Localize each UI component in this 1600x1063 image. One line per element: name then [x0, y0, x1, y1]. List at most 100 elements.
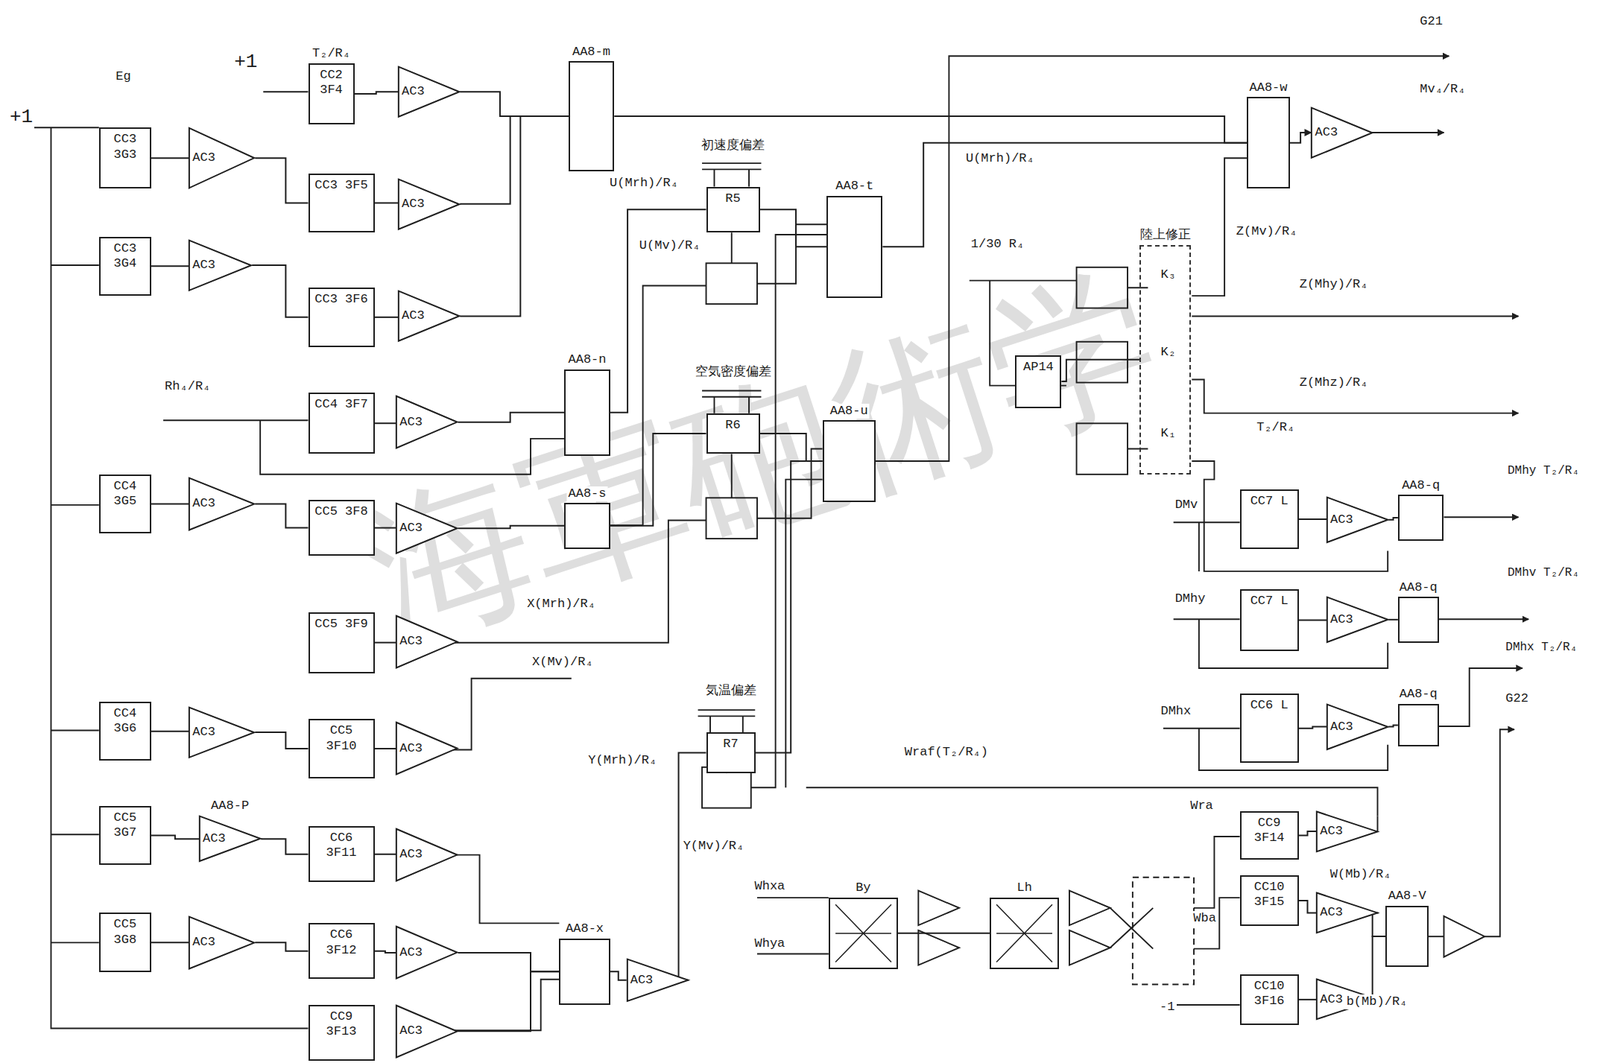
- amplifier-triangle: AC3: [395, 615, 458, 669]
- node-text: AC3: [401, 84, 425, 99]
- amplifier-triangle: AA8-PAC3: [198, 816, 261, 863]
- signal-wire: [254, 732, 308, 749]
- node-text: AC3: [192, 725, 216, 740]
- node-label: AC3: [1330, 612, 1354, 628]
- signal-wire: [374, 951, 397, 954]
- unit-box: AA8-q: [1398, 596, 1440, 644]
- signal-wire: [374, 422, 397, 425]
- node-label: CC9 3F14: [1241, 813, 1298, 850]
- signal-label: K₁: [1158, 426, 1177, 442]
- signal-label: Y(Mv)/R₄: [681, 839, 746, 855]
- node-text: CC7 L: [1250, 494, 1289, 509]
- amplifier-triangle: AC3: [397, 178, 460, 230]
- node-label: CC5 3G8: [100, 914, 150, 951]
- signal-wire: [1298, 900, 1317, 913]
- node-text: AC3: [401, 308, 425, 323]
- node-heading: AA8-w: [1247, 80, 1289, 96]
- signal-label: DMv: [1173, 497, 1200, 513]
- node-text: CC5 3F9: [314, 617, 368, 632]
- signal-label: G21: [1418, 14, 1445, 30]
- signal-wire: [151, 157, 190, 159]
- node-label: AC3: [630, 973, 654, 989]
- signal-wire: [459, 116, 568, 316]
- node-label: CC6 3F11: [310, 827, 374, 865]
- signal-label: -1: [1158, 1000, 1176, 1015]
- amplifier-triangle: AC3: [395, 1005, 458, 1059]
- node-label: AC3: [399, 945, 423, 961]
- node-label: CC9 3F13: [310, 1006, 374, 1044]
- signal-wire: [1388, 517, 1399, 521]
- node-text: AC3: [192, 150, 216, 165]
- node-heading: 空気密度偏差: [693, 365, 773, 381]
- signal-label: Z(Mhy)/R₄: [1298, 277, 1370, 293]
- node-text: AP14: [1023, 359, 1054, 375]
- signal-wire: [254, 157, 308, 203]
- signal-wire: [1298, 727, 1327, 729]
- amplifier-triangle: AC3: [1326, 704, 1389, 751]
- node-text: CC5 3G7: [114, 810, 138, 840]
- node-label: CC3 3F6: [310, 289, 374, 311]
- signal-wire: [151, 503, 190, 505]
- signal-label: +1: [232, 50, 259, 74]
- signal-label: K₂: [1158, 345, 1177, 360]
- node-text: AC3: [399, 847, 423, 862]
- node-text: AC3: [399, 945, 423, 960]
- node-label: AC3: [399, 847, 423, 863]
- signal-wire: [457, 412, 565, 423]
- unit-box: AP14: [1014, 355, 1062, 409]
- unit-box: AA8-s: [564, 503, 611, 550]
- amplifier-triangle: AC3: [1316, 811, 1378, 853]
- signal-wire: [760, 433, 823, 462]
- unit-box: CC4 3F7: [308, 392, 375, 454]
- node-heading: Lh: [1015, 880, 1034, 896]
- amplifier-triangle: AC3: [1310, 107, 1373, 158]
- node-label: AC3: [399, 415, 423, 430]
- signal-label: Z(Mv)/R₄: [1234, 224, 1299, 240]
- node-label: CC7 L: [1241, 491, 1298, 512]
- node-text: CC3 3F6: [314, 292, 368, 307]
- node-heading: AA8-n: [566, 352, 608, 368]
- signal-label: DMhy T₂/R₄: [1506, 464, 1581, 479]
- node-label: AC3: [401, 196, 425, 212]
- signal-wire: [1372, 936, 1387, 1001]
- unit-box: CC3 3G3: [99, 127, 152, 189]
- unit-box: 気温偏差R7: [706, 732, 756, 774]
- node-heading: 陸上修正: [1138, 228, 1193, 243]
- node-label: AC3: [401, 308, 425, 324]
- signal-wire: [254, 503, 308, 528]
- node-label: AC3: [192, 725, 216, 741]
- node-label: AC3: [192, 257, 216, 273]
- signal-label: 1/30 R₄: [969, 236, 1026, 252]
- signal-wire: [260, 839, 308, 855]
- node-text: CC9 3F14: [1254, 816, 1285, 846]
- node-text: CC10 3F16: [1254, 979, 1285, 1009]
- signal-wire: [374, 316, 398, 319]
- unit-box: CC5 3F8: [308, 500, 375, 556]
- unit-box: T₂/R₄CC2 3F4: [308, 63, 355, 125]
- signal-label: X(Mrh)/R₄: [525, 596, 597, 612]
- node-text: CC7 L: [1250, 593, 1289, 609]
- unit-box: CC4 3G5: [99, 474, 152, 534]
- amplifier-triangle: AC3: [1326, 596, 1389, 644]
- node-label: CC10 3F16: [1241, 976, 1298, 1013]
- signal-wire: [1298, 518, 1327, 521]
- node-heading: T₂/R₄: [310, 46, 352, 62]
- node-text: CC5 3F8: [314, 504, 368, 519]
- node-heading: AA8-u: [828, 403, 870, 419]
- node-label: AC3: [192, 935, 216, 951]
- node-label: CC3 3G3: [100, 128, 150, 166]
- unit-box: CC4 3G6: [99, 702, 152, 761]
- signal-label: +1: [8, 105, 35, 129]
- node-text: R5: [725, 191, 741, 206]
- amplifier-triangle: AC3: [395, 395, 458, 449]
- unit-box: CC5 3F9: [308, 612, 375, 674]
- amplifier-triangle: AC3: [397, 290, 460, 342]
- amplifier-triangle: AC3: [188, 239, 252, 291]
- node-heading: 初速度偏差: [699, 138, 767, 154]
- unit-box: CC9 3F14: [1240, 811, 1299, 861]
- amplifier-triangle: AC3: [395, 722, 458, 776]
- signal-label: U(Mv)/R₄: [637, 238, 703, 254]
- node-text: CC6 3F12: [326, 927, 357, 957]
- node-label: AP14: [1016, 356, 1060, 378]
- signal-wire: [459, 116, 568, 205]
